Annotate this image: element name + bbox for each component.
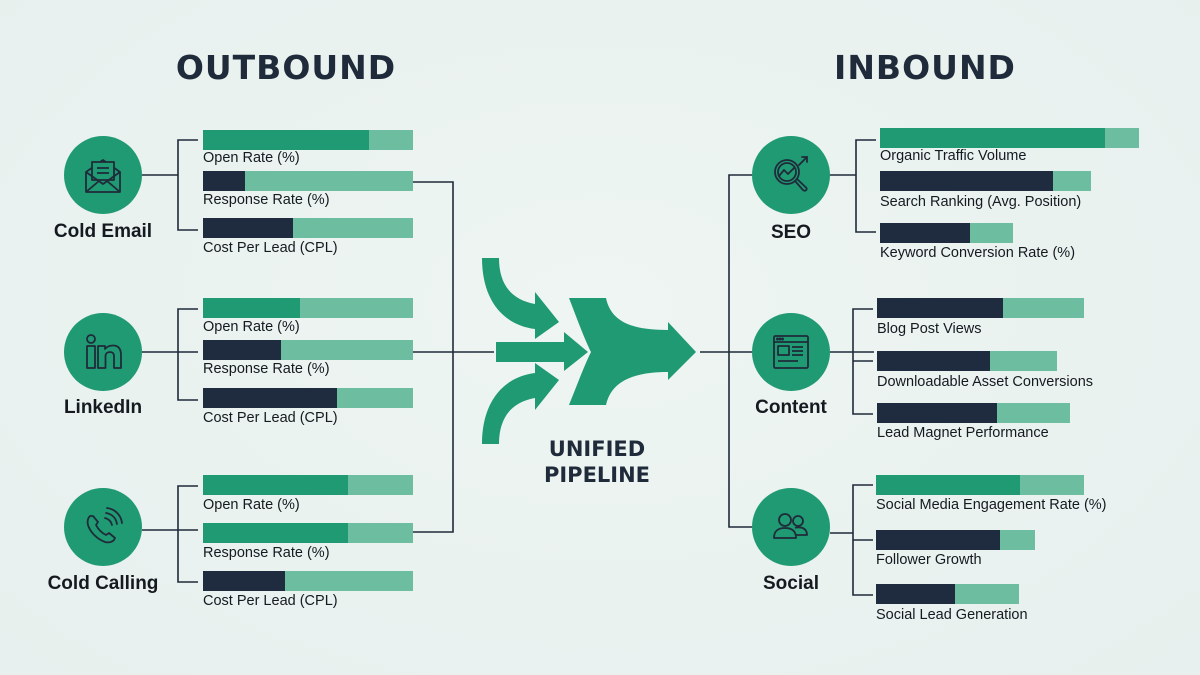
bar-fill bbox=[203, 130, 369, 150]
bar-fill bbox=[203, 298, 300, 318]
pipeline-label-line2: PIPELINE bbox=[543, 463, 651, 487]
bar-fill bbox=[203, 340, 281, 360]
bar-fill bbox=[203, 571, 285, 591]
metric-bar-follower-growth bbox=[876, 530, 1035, 550]
channel-label-cold-calling: Cold Calling bbox=[47, 573, 159, 594]
metric-bar-engagement-rate bbox=[876, 475, 1084, 495]
metric-bar-social-lead-gen bbox=[876, 584, 1019, 604]
social-channel-node bbox=[752, 488, 830, 566]
metric-bar-open-rate bbox=[203, 298, 413, 318]
merge-arrows-icon bbox=[482, 258, 696, 444]
metric-label: Response Rate (%) bbox=[203, 545, 330, 561]
metric-label: Open Rate (%) bbox=[203, 497, 300, 513]
metric-bar-asset-conversions bbox=[877, 351, 1057, 371]
unified-pipeline-label: UNIFIED PIPELINE bbox=[544, 436, 650, 488]
phone-icon bbox=[86, 507, 123, 544]
seo-channel-node bbox=[752, 136, 830, 214]
bar-fill bbox=[203, 523, 348, 543]
metric-label: Cost Per Lead (CPL) bbox=[203, 410, 338, 426]
metric-bar-organic-traffic bbox=[880, 128, 1139, 148]
outbound-title: OUTBOUND bbox=[175, 48, 397, 87]
search-analytics-icon bbox=[774, 156, 808, 192]
metric-bar-response-rate bbox=[203, 523, 413, 543]
linkedin-icon bbox=[86, 334, 122, 369]
channel-label-content: Content bbox=[755, 397, 827, 418]
linkedin-channel-node bbox=[64, 313, 142, 391]
inbound-title: INBOUND bbox=[834, 48, 1016, 87]
bar-fill bbox=[203, 218, 294, 238]
metric-label: Follower Growth bbox=[876, 552, 982, 568]
users-icon bbox=[773, 513, 808, 539]
channel-label-social: Social bbox=[763, 573, 819, 594]
channel-label-seo: SEO bbox=[770, 222, 812, 243]
pipeline-label-line1: UNIFIED bbox=[548, 437, 646, 461]
cold-calling-channel-node bbox=[64, 488, 142, 566]
webpage-icon bbox=[773, 335, 809, 369]
metric-label: Lead Magnet Performance bbox=[877, 425, 1049, 441]
metric-label: Cost Per Lead (CPL) bbox=[203, 593, 338, 609]
metric-label: Social Media Engagement Rate (%) bbox=[876, 497, 1107, 513]
envelope-icon bbox=[85, 159, 121, 193]
metric-bar-cpl bbox=[203, 218, 413, 238]
metric-bar-cpl bbox=[203, 388, 413, 408]
bar-fill bbox=[880, 128, 1106, 148]
metric-bar-keyword-conversion bbox=[880, 223, 1013, 243]
metric-bar-search-ranking bbox=[880, 171, 1091, 191]
metric-label: Response Rate (%) bbox=[203, 361, 330, 377]
bar-fill bbox=[203, 475, 348, 495]
bar-fill bbox=[203, 171, 245, 191]
metric-label: Keyword Conversion Rate (%) bbox=[880, 245, 1076, 261]
bar-fill bbox=[877, 351, 991, 371]
metric-label: Organic Traffic Volume bbox=[880, 148, 1027, 164]
metric-label: Open Rate (%) bbox=[203, 150, 300, 166]
metric-bar-cpl bbox=[203, 571, 413, 591]
metric-label: Search Ranking (Avg. Position) bbox=[880, 194, 1082, 210]
channel-label-linkedin: LinkedIn bbox=[63, 397, 143, 418]
metric-label: Social Lead Generation bbox=[876, 607, 1028, 623]
metric-label: Blog Post Views bbox=[877, 321, 982, 337]
metric-bar-open-rate bbox=[203, 130, 413, 150]
metric-bar-open-rate bbox=[203, 475, 413, 495]
metric-bar-response-rate bbox=[203, 171, 413, 191]
metric-label: Cost Per Lead (CPL) bbox=[203, 240, 338, 256]
bar-fill bbox=[876, 584, 955, 604]
metric-label: Downloadable Asset Conversions bbox=[877, 374, 1094, 390]
bar-fill bbox=[877, 298, 1004, 318]
bar-fill bbox=[877, 403, 997, 423]
metric-bar-lead-magnet bbox=[877, 403, 1070, 423]
metric-label: Response Rate (%) bbox=[203, 192, 330, 208]
bar-fill bbox=[876, 530, 1001, 550]
metric-bar-response-rate bbox=[203, 340, 413, 360]
metric-bar-blog-views bbox=[877, 298, 1084, 318]
bar-fill bbox=[203, 388, 338, 408]
metric-label: Open Rate (%) bbox=[203, 319, 300, 335]
bar-fill bbox=[880, 223, 971, 243]
channel-label-cold-email: Cold Email bbox=[53, 221, 153, 242]
content-channel-node bbox=[752, 313, 830, 391]
bar-fill bbox=[876, 475, 1020, 495]
bar-fill bbox=[880, 171, 1054, 191]
cold-email-channel-node bbox=[64, 136, 142, 214]
